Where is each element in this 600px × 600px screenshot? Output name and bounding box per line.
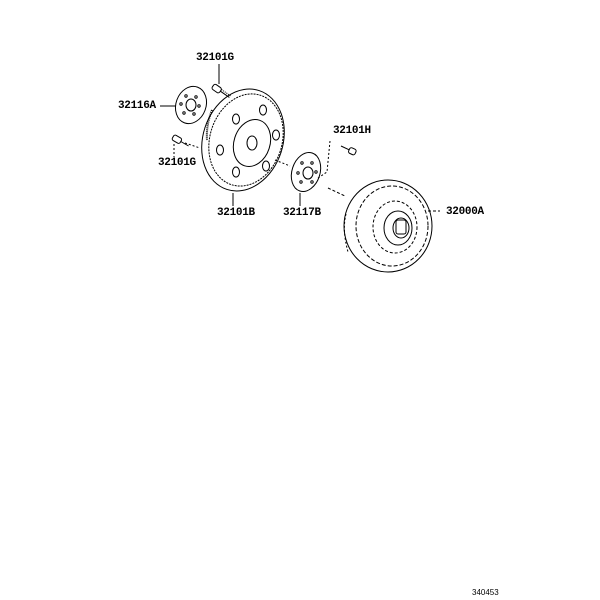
- bolt-32101G-left: [171, 134, 189, 147]
- label-32101G-top: 32101G: [196, 52, 234, 64]
- spacer-plate-32117B: [290, 151, 322, 193]
- illustration-code: 340453: [472, 588, 499, 597]
- bolt-32101G-top: [211, 83, 231, 98]
- label-32117B: 32117B: [283, 207, 321, 219]
- label-32101G-left: 32101G: [158, 157, 196, 169]
- label-32101H: 32101H: [333, 125, 371, 137]
- drive-plate-32101B: [201, 88, 285, 192]
- spacer-plate-32116A: [174, 85, 208, 125]
- label-32101B: 32101B: [217, 207, 255, 219]
- torque-converter-32000A: [343, 179, 433, 273]
- bolt-32101H: [340, 145, 357, 156]
- label-32116A: 32116A: [118, 100, 156, 112]
- label-32000A: 32000A: [446, 206, 484, 218]
